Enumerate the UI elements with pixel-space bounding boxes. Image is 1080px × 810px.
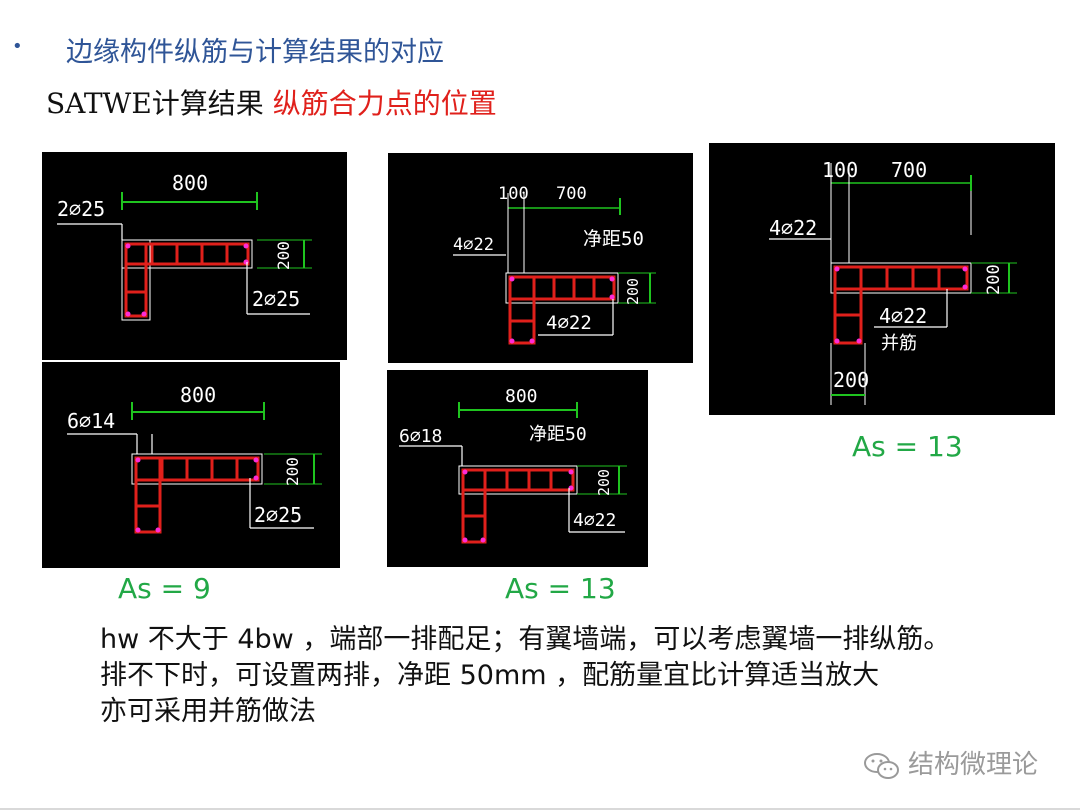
cad-panel-l-section-4: 800 净距50 6⌀18 200 4⌀22 (387, 370, 648, 567)
cad-panel-l-section-3: 100 700 净距50 4⌀22 200 4⌀22 (388, 153, 693, 363)
as-label-middle: As = 13 (505, 572, 616, 605)
side-dimension: 200 (624, 278, 642, 305)
slide-title: 边缘构件纵筋与计算结果的对应 (66, 37, 444, 68)
subtitle-prefix: SATWE计算结果 (46, 87, 264, 120)
note-line-3: 亦可采用并筋做法 (100, 696, 316, 727)
watermark-text: 结构微理论 (908, 750, 1039, 780)
slide-subtitle: SATWE计算结果 纵筋合力点的位置 (46, 82, 497, 122)
end-rebar-label: 4⌀22 (879, 304, 927, 328)
bundled-bars-label: 并筋 (881, 333, 917, 354)
end-rebar-label: 2⌀25 (254, 503, 302, 527)
corner-rebar-label: 4⌀22 (769, 216, 817, 240)
clear-spacing-label: 净距50 (583, 228, 644, 250)
top-dimension: 800 (505, 386, 538, 407)
notes-block: hw 不大于 4bw ，端部一排配足；有翼墙端，可以考虑翼墙一排纵筋。 排不下时… (100, 622, 950, 730)
wechat-icon (864, 752, 899, 779)
end-rebar-label: 2⌀25 (252, 287, 300, 311)
corner-rebar-label: 6⌀14 (67, 409, 115, 433)
note-line-2: 排不下时，可设置两排，净距 50mm ，配筋量宜比计算适当放大 (100, 660, 880, 691)
side-dimension: 200 (274, 241, 293, 270)
end-rebar-label: 4⌀22 (573, 510, 616, 531)
side-dimension: 200 (283, 457, 302, 486)
cad-panel-l-section-2: 800 6⌀14 200 2⌀25 (42, 362, 340, 568)
cad-drawing-2: 800 6⌀14 200 2⌀25 (67, 383, 322, 534)
footer-divider (0, 808, 1080, 810)
top-dimension: 800 (172, 171, 208, 195)
side-dimension: 200 (595, 469, 613, 496)
as-label-left: As = 9 (118, 572, 211, 605)
cad-drawing-5: 100 700 4⌀22 200 4⌀22 并筋 200 (769, 158, 1017, 405)
subtitle-highlight: 纵筋合力点的位置 (272, 87, 497, 120)
cad-panel-l-section-1: 800 2⌀25 200 2⌀25 (42, 152, 347, 360)
corner-rebar-label: 4⌀22 (453, 235, 494, 255)
cad-drawing-4: 800 净距50 6⌀18 200 4⌀22 (399, 386, 627, 544)
clear-spacing-label: 净距50 (529, 424, 587, 445)
dimension-a: 100 (498, 184, 529, 204)
end-rebar-label: 4⌀22 (546, 312, 592, 334)
corner-rebar-label: 6⌀18 (399, 426, 442, 447)
cad-panel-l-section-5: 100 700 4⌀22 200 4⌀22 并筋 200 (709, 143, 1055, 415)
bottom-dimension: 200 (833, 368, 869, 392)
dimension-b: 700 (556, 184, 587, 204)
corner-rebar-label: 2⌀25 (57, 197, 105, 221)
cad-drawing-1: 800 2⌀25 200 2⌀25 (57, 171, 312, 321)
cad-drawing-3: 100 700 净距50 4⌀22 200 4⌀22 (453, 184, 656, 345)
note-line-1: hw 不大于 4bw ，端部一排配足；有翼墙端，可以考虑翼墙一排纵筋。 (100, 624, 951, 655)
dimension-b: 700 (891, 158, 927, 182)
title-bullet: • (12, 36, 23, 57)
top-dimension: 800 (180, 383, 216, 407)
dimension-a: 100 (822, 158, 858, 182)
side-dimension: 200 (984, 264, 1004, 295)
watermark: 结构微理论 (862, 744, 1038, 781)
as-label-right: As = 13 (852, 430, 963, 463)
